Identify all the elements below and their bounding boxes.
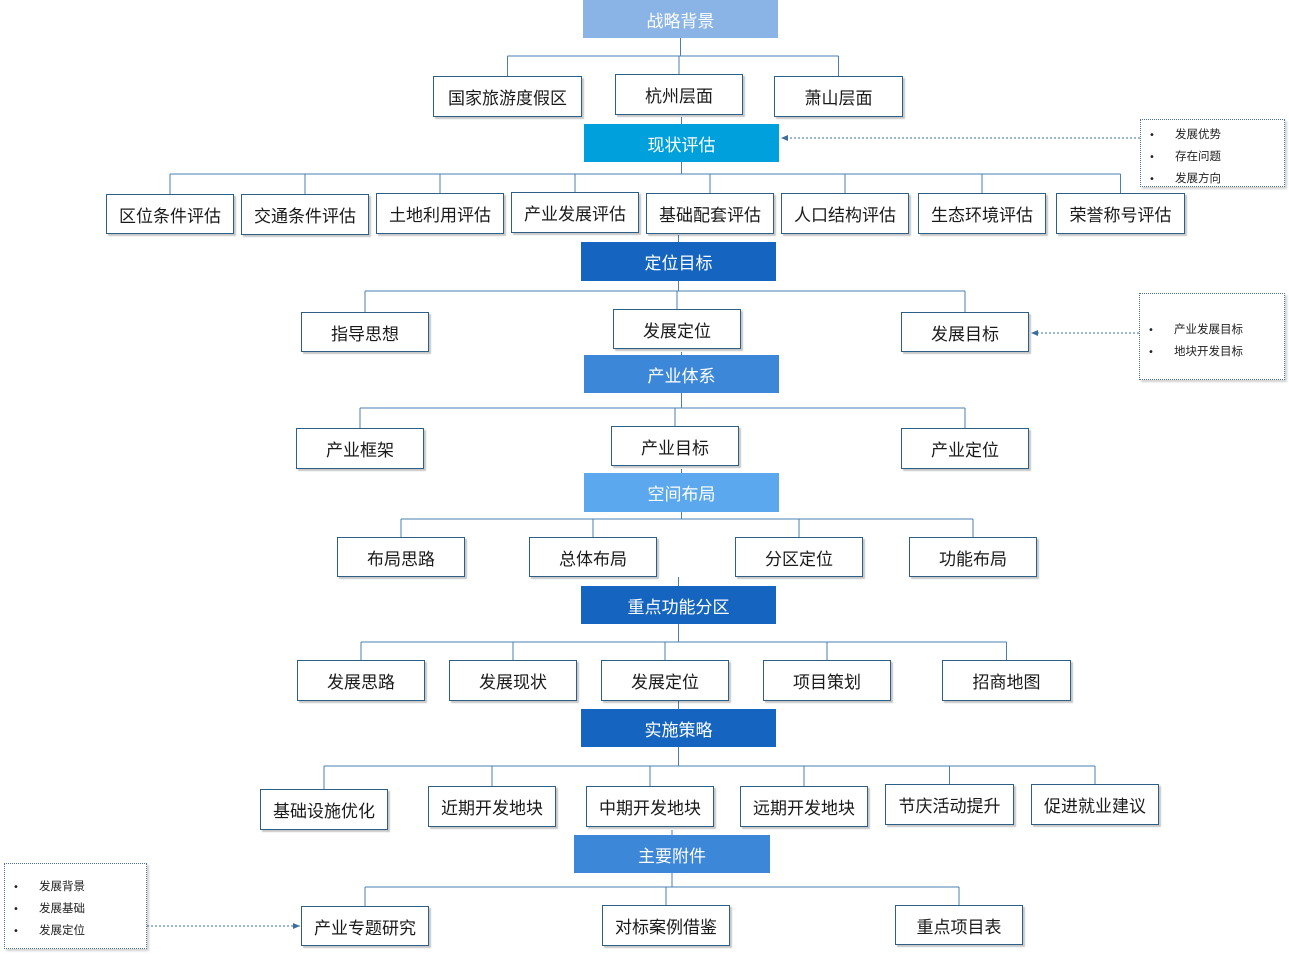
section-header: 产业体系 xyxy=(584,355,779,393)
note-box: • 产业发展目标 • 地块开发目标 xyxy=(1139,293,1285,380)
bullet-icon: • xyxy=(1148,325,1154,336)
item-box: 发展现状 xyxy=(449,660,577,701)
item-box: 发展思路 xyxy=(297,660,425,701)
item-box: 产业发展评估 xyxy=(511,192,639,233)
note-text: 发展基础 xyxy=(39,901,85,915)
item-box: 发展目标 xyxy=(901,312,1029,352)
section-header: 重点功能分区 xyxy=(581,586,776,624)
item-box: 产业目标 xyxy=(611,426,739,466)
item-box: 发展定位 xyxy=(601,660,729,701)
item-box: 杭州层面 xyxy=(615,74,743,115)
section-header: 实施策略 xyxy=(581,709,776,747)
note-box: • 发展优势 • 存在问题 • 发展方向 xyxy=(1140,119,1285,187)
note-list-item: • 存在问题 xyxy=(1149,148,1221,164)
section-header: 现状评估 xyxy=(584,124,779,162)
note-list-item: • 发展定位 xyxy=(13,922,85,938)
bullet-icon: • xyxy=(1149,174,1155,185)
bullet-icon: • xyxy=(1149,130,1155,141)
item-box: 重点项目表 xyxy=(895,905,1023,945)
bullet-icon: • xyxy=(13,926,19,937)
item-box: 基础设施优化 xyxy=(260,789,388,830)
note-text: 发展定位 xyxy=(39,923,85,937)
section-header: 定位目标 xyxy=(581,242,776,281)
item-box: 区位条件评估 xyxy=(106,194,234,234)
note-box: • 发展背景 • 发展基础 • 发展定位 xyxy=(4,863,147,949)
note-list-item: • 发展基础 xyxy=(13,900,85,916)
item-box: 荣誉称号评估 xyxy=(1056,193,1185,234)
note-text: 存在问题 xyxy=(1175,149,1221,163)
item-box: 生态环境评估 xyxy=(918,193,1046,234)
section-header: 战略背景 xyxy=(583,0,778,38)
item-box: 国家旅游度假区 xyxy=(433,76,582,117)
item-box: 近期开发地块 xyxy=(428,786,556,827)
note-text: 发展方向 xyxy=(1175,171,1221,185)
item-box: 促进就业建议 xyxy=(1031,784,1159,825)
item-box: 萧山层面 xyxy=(774,76,903,117)
item-box: 产业定位 xyxy=(901,428,1029,469)
item-box: 总体布局 xyxy=(529,537,657,577)
item-box: 分区定位 xyxy=(735,537,863,577)
bullet-icon: • xyxy=(1148,347,1154,358)
item-box: 招商地图 xyxy=(942,660,1071,701)
note-list-item: • 产业发展目标 xyxy=(1148,321,1243,337)
item-box: 中期开发地块 xyxy=(586,786,714,827)
item-box: 基础配套评估 xyxy=(646,193,774,234)
item-box: 项目策划 xyxy=(763,660,891,701)
item-box: 指导思想 xyxy=(301,312,429,352)
note-list-item: • 发展方向 xyxy=(1149,170,1221,186)
note-text: 地块开发目标 xyxy=(1174,344,1243,358)
item-box: 功能布局 xyxy=(909,537,1037,577)
note-list-item: • 地块开发目标 xyxy=(1148,343,1243,359)
item-box: 产业专题研究 xyxy=(301,906,429,946)
section-header: 空间布局 xyxy=(584,473,779,512)
note-list-item: • 发展优势 xyxy=(1149,126,1221,142)
item-box: 人口结构评估 xyxy=(781,193,909,234)
bullet-icon: • xyxy=(13,882,19,893)
item-box: 交通条件评估 xyxy=(241,194,369,235)
note-text: 发展背景 xyxy=(39,879,85,893)
item-box: 远期开发地块 xyxy=(740,786,868,827)
section-header: 主要附件 xyxy=(574,835,770,873)
bullet-icon: • xyxy=(1149,152,1155,163)
note-list-item: • 发展背景 xyxy=(13,878,85,894)
item-box: 布局思路 xyxy=(337,537,465,577)
item-box: 土地利用评估 xyxy=(376,193,504,234)
item-box: 产业框架 xyxy=(296,428,424,469)
item-box: 对标案例借鉴 xyxy=(602,905,730,946)
item-box: 发展定位 xyxy=(613,309,741,349)
note-text: 产业发展目标 xyxy=(1174,322,1243,336)
item-box: 节庆活动提升 xyxy=(885,784,1014,825)
bullet-icon: • xyxy=(13,904,19,915)
note-text: 发展优势 xyxy=(1175,127,1221,141)
